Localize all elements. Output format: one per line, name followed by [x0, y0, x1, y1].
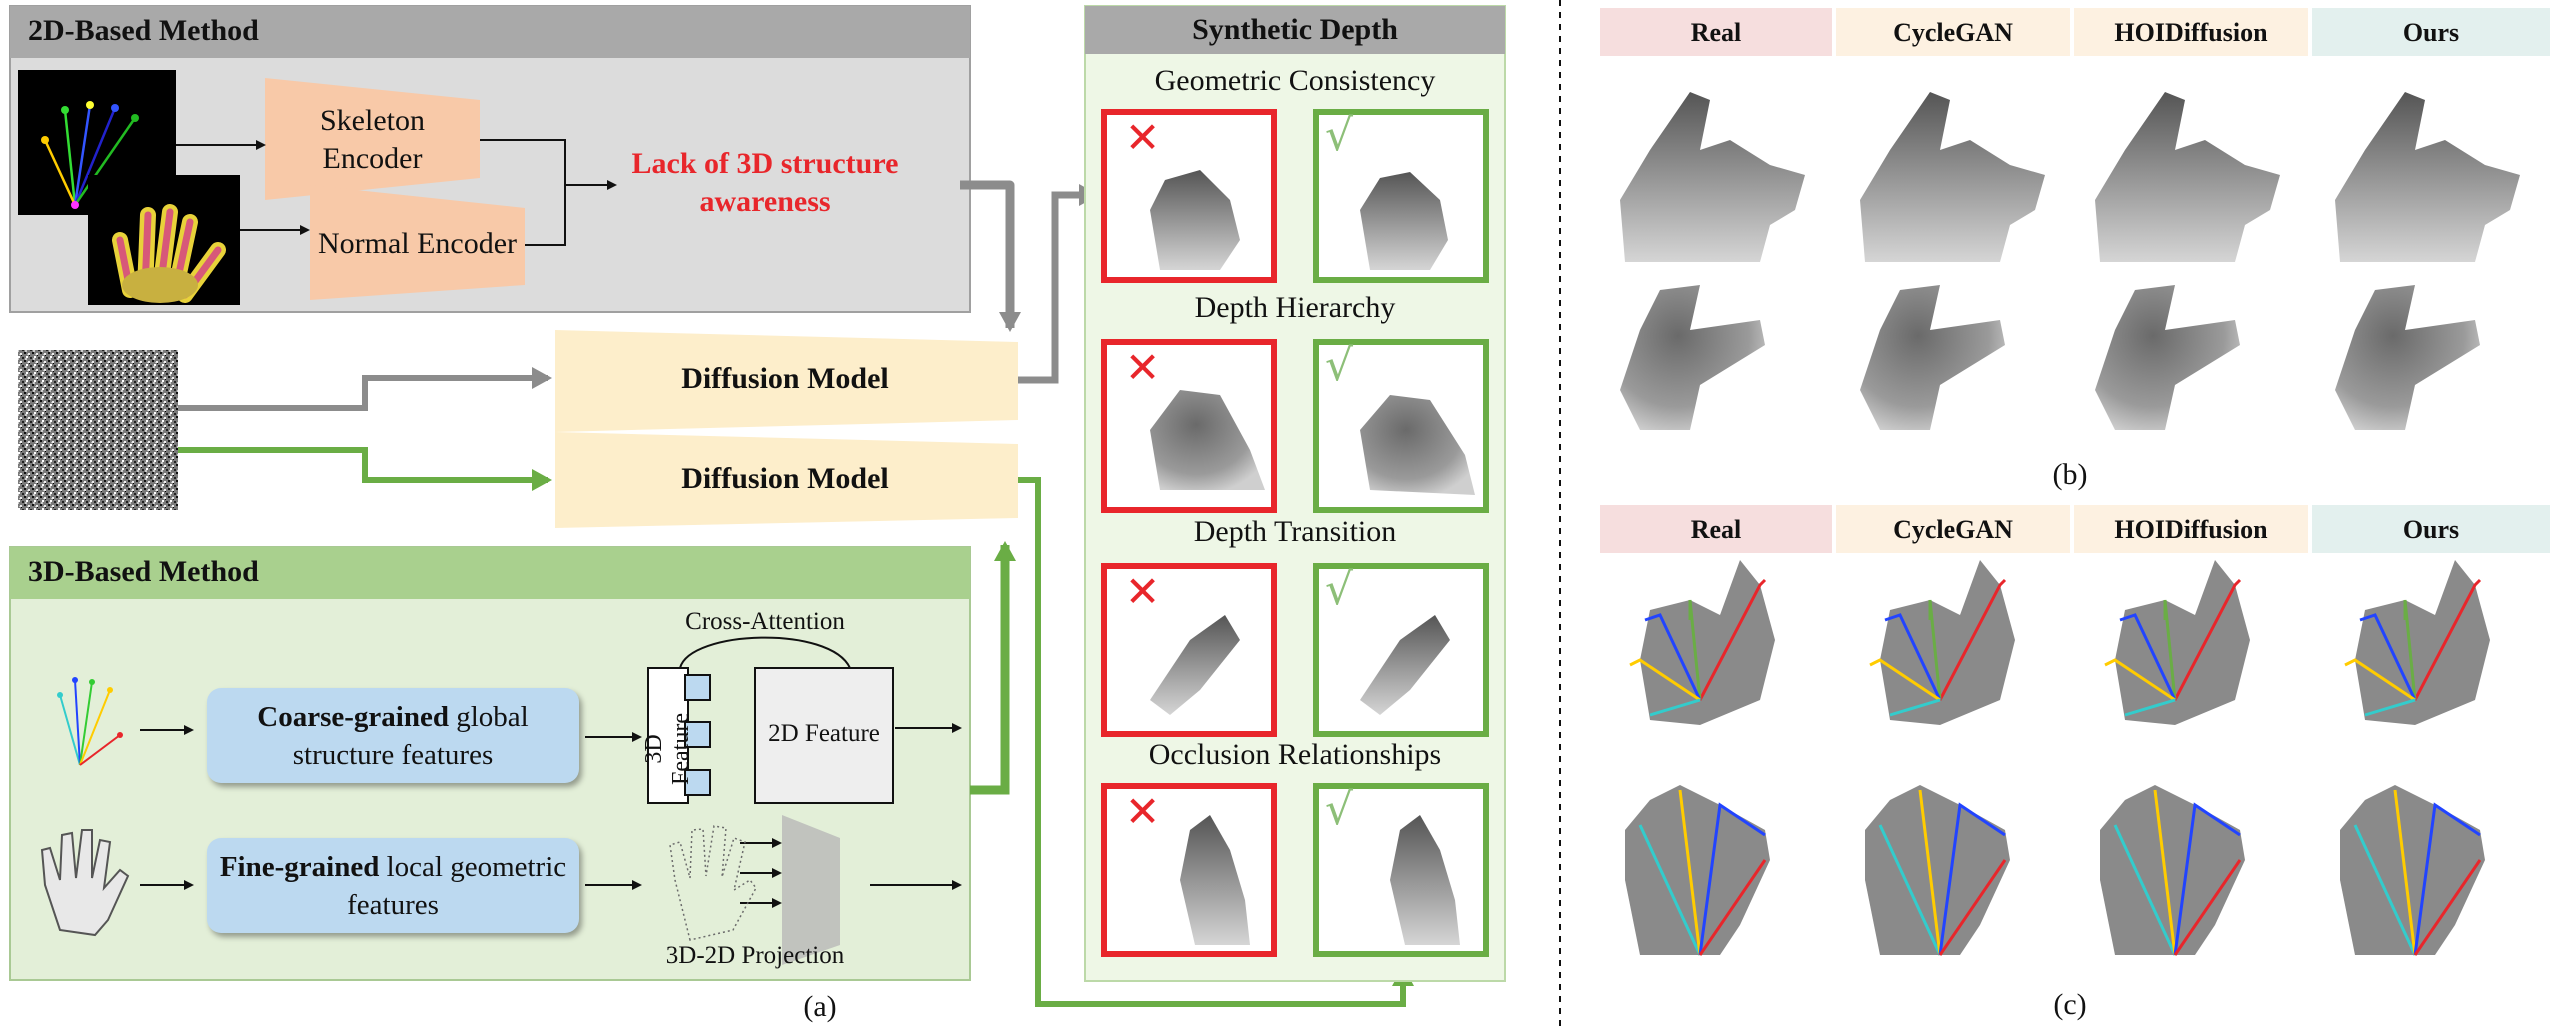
- feature-cell-3: [684, 769, 711, 796]
- b-header-cyclegan: CycleGAN: [1836, 8, 2070, 56]
- check-icon: √: [1325, 340, 1354, 391]
- projection-plane: [782, 815, 840, 965]
- normal-encoder: Normal Encoder: [315, 203, 520, 285]
- coarse-grained-bold: Coarse-grained: [257, 700, 449, 733]
- check-icon: √: [1325, 564, 1354, 615]
- skeleton-encoder: Skeleton Encoder: [270, 100, 475, 180]
- b-header-ours: Ours: [2312, 8, 2550, 56]
- diffusion-model-top: Diffusion Model: [681, 362, 889, 395]
- synthetic-depth-title: Synthetic Depth: [1192, 13, 1398, 46]
- feature-2d-label: 2D Feature: [768, 720, 880, 747]
- cross-icon: ✕: [1125, 113, 1161, 162]
- cross-icon: ✕: [1125, 787, 1161, 836]
- skeleton-encoder-label: Skeleton Encoder: [320, 104, 425, 175]
- noise-image: [18, 350, 178, 510]
- synthetic-depth-header: [1085, 6, 1505, 54]
- skeleton-small-icon: [57, 677, 123, 766]
- fine-grained-rest: local geometric features: [347, 850, 567, 921]
- skeleton-encoder-shape: [265, 78, 480, 200]
- projection-label: 3D-2D Projection: [665, 942, 845, 969]
- panel-3d-header: [10, 547, 970, 599]
- panel-b-depth-images: [1620, 92, 2520, 430]
- row-occlusion-relationships: Occlusion Relationships: [1148, 738, 1442, 771]
- projection-hand-icon: [669, 825, 757, 941]
- c-header-hoidiffusion: HOIDiffusion: [2074, 505, 2308, 553]
- row-depth-transition: Depth Transition: [1193, 515, 1397, 548]
- c-header-ours: Ours: [2312, 505, 2550, 553]
- normal-encoder-shape: [310, 185, 525, 300]
- b-header-hoidiffusion: HOIDiffusion: [2074, 8, 2308, 56]
- skeleton-lines: [43, 104, 137, 206]
- check-icon: √: [1325, 784, 1354, 835]
- c-header-cyclegan: CycleGAN: [1836, 505, 2070, 553]
- coarse-grained-box: Coarse-grained global structure features: [207, 688, 579, 783]
- method-2d-title: 2D-Based Method: [28, 14, 259, 47]
- caption-b: (b): [2052, 458, 2088, 491]
- panel-2d-header: [10, 6, 970, 58]
- caption-c: (c): [2053, 988, 2087, 1021]
- skeleton-joints: [41, 101, 139, 209]
- check-icon: √: [1325, 110, 1354, 161]
- row-geometric-consistency: Geometric Consistency: [1154, 64, 1436, 97]
- fine-grained-bold: Fine-grained: [219, 850, 380, 883]
- feature-2d-box: [754, 667, 894, 804]
- caption-a: (a): [803, 990, 837, 1023]
- feature-cell-1: [684, 674, 711, 701]
- diffusion-top-shape: [555, 330, 1018, 432]
- cross-icon: ✕: [1125, 567, 1161, 616]
- feature-cell-2: [684, 721, 711, 748]
- b-header-real: Real: [1600, 8, 1832, 56]
- coarse-grained-text: Coarse-grained global structure features: [207, 698, 579, 774]
- cross-attention-label: Cross-Attention: [685, 608, 845, 635]
- coarse-grained-rest: global structure features: [292, 700, 529, 771]
- feature-3d-label: 3D Feature: [641, 713, 694, 785]
- synthetic-depth-blobs: [1150, 170, 1475, 945]
- normal-encoder-label: Normal Encoder: [317, 227, 518, 260]
- method-3d-title: 3D-Based Method: [28, 555, 259, 588]
- panel-c-skeleton-overlays: [1629, 578, 2482, 956]
- c-header-real: Real: [1600, 505, 1832, 553]
- lack-3d-awareness-text: Lack of 3D structure awareness: [631, 147, 899, 218]
- cross-icon: ✕: [1125, 343, 1161, 392]
- fine-grained-text: Fine-grained local geometric features: [207, 848, 579, 924]
- normal-hand: [112, 204, 226, 303]
- cross-attention-arc: [679, 636, 851, 669]
- diffusion-model-bottom: Diffusion Model: [681, 462, 889, 495]
- mesh-hand-icon: [40, 829, 130, 937]
- diffusion-bottom-shape: [555, 432, 1018, 528]
- row-depth-hierarchy: Depth Hierarchy: [1194, 291, 1396, 324]
- fine-grained-box: Fine-grained local geometric features: [207, 838, 579, 933]
